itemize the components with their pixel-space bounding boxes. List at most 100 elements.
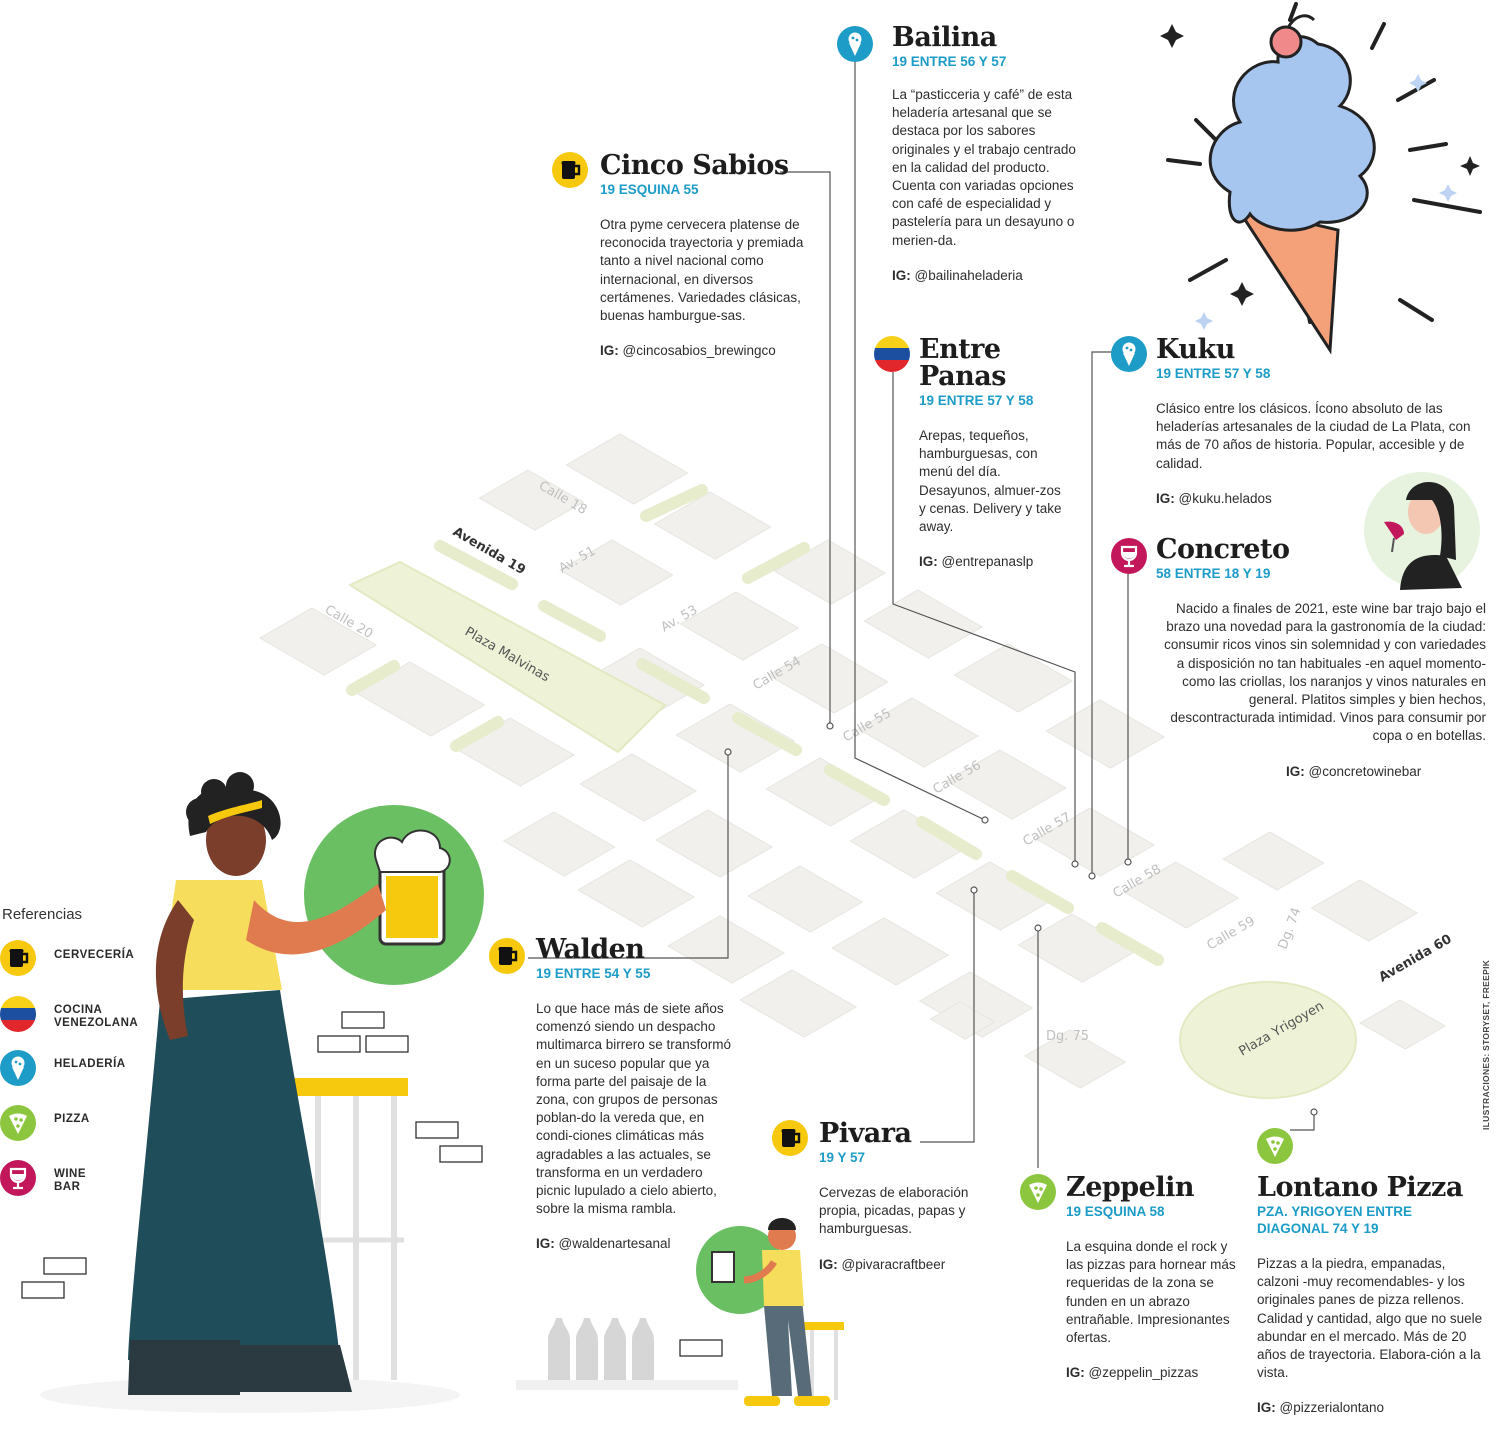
leader-bailina <box>854 62 986 821</box>
place-address: 19 ESQUINA 55 <box>600 182 699 197</box>
leader-pivara <box>920 890 975 1143</box>
city-block <box>739 969 858 1038</box>
city-block <box>831 917 950 986</box>
place-description: Lo que hace más de siete años comenzó si… <box>536 1001 732 1217</box>
boulevard-median <box>732 712 802 756</box>
ice-cream-illustration <box>1160 2 1482 355</box>
beer-mug-icon <box>552 152 588 188</box>
place-kuku: Kuku 19 ENTRE 57 Y 58 Clásico entre los … <box>1156 336 1486 506</box>
place-cinco-sabios: Cinco Sabios 19 ESQUINA 55 Otra pyme cer… <box>600 152 805 358</box>
city-block <box>1359 999 1447 1050</box>
map-label-dg74: Dg. 74 <box>1276 906 1305 952</box>
city-block <box>259 607 378 676</box>
place-address: 58 ENTRE 18 Y 19 <box>1156 566 1271 581</box>
place-instagram: IG: @cincosabios_brewingco <box>600 343 776 359</box>
place-instagram: IG: @zeppelin_pizzas <box>1066 1365 1199 1381</box>
place-description: Pizzas a la piedra, empanadas, calzoni -… <box>1257 1256 1483 1381</box>
place-description: Arepas, tequeños, hamburguesas, con menú… <box>919 428 1062 535</box>
place-address: PZA. YRIGOYEN ENTRE DIAGONAL 74 Y 19 <box>1257 1204 1413 1236</box>
place-instagram: IG: @concretowinebar <box>1286 763 1422 779</box>
place-walden: Walden 19 ENTRE 54 Y 55 Lo que hace más … <box>536 936 736 1251</box>
place-concreto: Concreto 58 ENTRE 18 Y 19 Nacido a final… <box>1156 536 1486 779</box>
leader-lontano <box>1290 1112 1315 1131</box>
place-instagram: IG: @pizzerialontano <box>1257 1400 1385 1416</box>
place-address: 19 ESQUINA 58 <box>1066 1204 1165 1219</box>
plaza-yrigoyen <box>1179 981 1357 1099</box>
place-description: Nacido a finales de 2021, este wine bar … <box>1164 601 1486 744</box>
place-address: 19 ENTRE 57 Y 58 <box>1156 366 1271 381</box>
place-lontano: Lontano Pizza PZA. YRIGOYEN ENTRE DIAGON… <box>1257 1174 1491 1415</box>
boulevard-median <box>434 540 518 590</box>
place-description: La esquina donde el rock y las pizzas pa… <box>1066 1239 1236 1346</box>
city-block <box>1045 699 1166 769</box>
place-description: Cervezas de elaboración propia, picadas,… <box>819 1185 969 1237</box>
place-instagram: IG: @waldenartesanal <box>536 1236 671 1252</box>
legend-label: PIZZA <box>54 1113 90 1125</box>
pizza-slice-icon <box>0 1105 36 1141</box>
boulevard-median <box>742 542 810 584</box>
beer-mug-icon <box>772 1120 808 1156</box>
leader-kuku <box>1091 351 1112 876</box>
boulevard-median <box>636 658 710 704</box>
city-block <box>478 469 585 531</box>
place-entre-panas: Entre Panas 19 ENTRE 57 Y 58 Arepas, teq… <box>919 336 1069 569</box>
plaza-malvinas <box>347 560 667 754</box>
place-address: 19 Y 57 <box>819 1150 866 1165</box>
place-name: Bailina <box>892 22 997 53</box>
place-name: Walden <box>536 934 645 965</box>
map-label-calle59: Calle 59 <box>1205 914 1258 953</box>
city-block <box>767 643 889 714</box>
woman-with-beer-illustration <box>21 772 484 1413</box>
city-block <box>502 811 616 877</box>
city-block <box>1035 807 1156 877</box>
city-block <box>1023 1029 1127 1089</box>
illustration-credit: ILUSTRACIONES: STORYSET, FREEPIK <box>1481 959 1491 1130</box>
city-block <box>953 643 1074 713</box>
place-address: 19 ENTRE 56 Y 57 <box>892 54 1007 69</box>
boulevard-median <box>450 716 504 752</box>
place-name: Pivara <box>819 1118 912 1149</box>
beer-mug-icon <box>0 940 36 976</box>
city-block <box>747 865 864 933</box>
place-instagram: IG: @bailinaheladeria <box>892 267 1023 283</box>
city-block <box>863 589 984 659</box>
city-block <box>1222 831 1325 891</box>
city-block <box>1017 913 1138 983</box>
leader-walden <box>528 752 729 959</box>
place-instagram: IG: @pivaracraftbeer <box>819 1256 946 1272</box>
map-label-avenida60: Avenida 60 <box>1377 932 1455 986</box>
city-block <box>918 971 1034 1038</box>
place-description: La “pasticceria y café” de esta heladerí… <box>892 87 1076 248</box>
leader-cinco-sabios <box>780 171 831 726</box>
pizza-slice-icon <box>1020 1174 1056 1210</box>
city-block <box>857 697 979 768</box>
wine-glass-icon <box>0 1160 36 1196</box>
boulevard-median <box>346 660 400 696</box>
place-name: Zeppelin <box>1066 1172 1194 1203</box>
boulevard-median <box>538 600 606 642</box>
place-zeppelin: Zeppelin 19 ESQUINA 58 La esquina donde … <box>1066 1174 1236 1380</box>
place-name: Lontano Pizza <box>1257 1172 1463 1203</box>
legend-label: WINE BAR <box>54 1168 87 1193</box>
city-block <box>653 491 772 560</box>
boulevard-median <box>1006 870 1074 914</box>
place-pivara: Pivara 19 Y 57 Cervezas de elaboración p… <box>819 1120 979 1272</box>
city-block <box>579 753 698 822</box>
city-block <box>1310 879 1419 942</box>
beer-mug-icon <box>489 938 525 974</box>
leader-entre-panas <box>892 372 1076 864</box>
ice-cream-icon <box>837 26 873 62</box>
place-bailina: Bailina 19 ENTRE 56 Y 57 La “pasticceria… <box>892 24 1092 283</box>
city-block <box>945 749 1067 820</box>
venezuela-flag-icon <box>0 996 36 1032</box>
city-block <box>679 591 800 661</box>
map-label-dg75: Dg. 75 <box>1046 1029 1089 1044</box>
place-name: Entre Panas <box>919 334 1006 392</box>
city-block <box>655 809 774 878</box>
boulevard-median <box>824 764 890 806</box>
place-name: Kuku <box>1156 334 1235 365</box>
legend-label: HELADERÍA <box>54 1058 126 1070</box>
city-block <box>667 915 786 984</box>
